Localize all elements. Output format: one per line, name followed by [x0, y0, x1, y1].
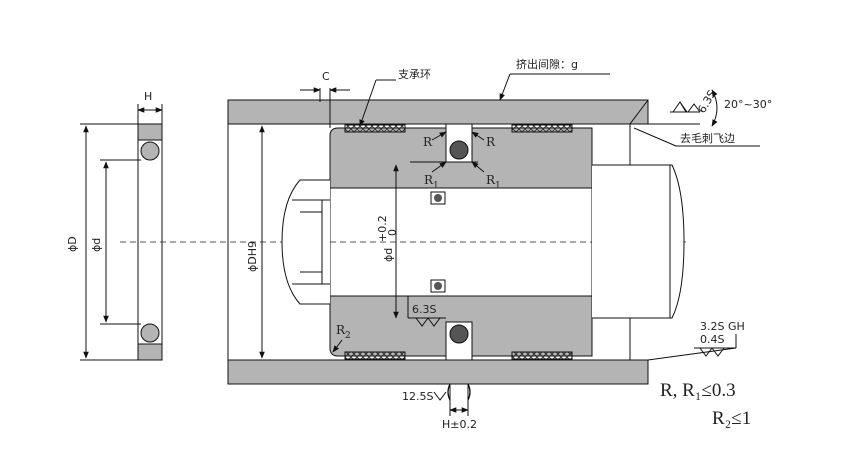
ring-front-view: H ϕD ϕd — [66, 90, 163, 361]
note-line-2: R₂≤1 — [712, 408, 751, 429]
label-phi-d-bore: ϕd — [382, 248, 395, 262]
callout-groove-roughness: 6.3S — [407, 296, 446, 327]
label-r2: R — [336, 323, 346, 337]
label-surf-32: 3.2S GH — [700, 320, 745, 333]
label-r1-right-sub: 1 — [495, 181, 501, 191]
label-surf-04: 0.4S — [700, 333, 724, 346]
support-ring-bottom-left — [344, 351, 406, 360]
label-r1-left: R — [424, 173, 434, 187]
dim-phi-dh9: ϕDH9 — [228, 123, 265, 359]
callout-extrusion-gap: 挤出间隙：g — [499, 57, 610, 101]
label-tol-upper: +0.2 — [376, 215, 389, 242]
cylinder-wall-bottom — [227, 359, 649, 385]
label-r1-left-sub: 1 — [433, 181, 439, 191]
radius-notes: R, R₁≤0.3 R₂≤1 — [660, 380, 751, 429]
dim-c: C — [300, 70, 350, 128]
label-roughness-125: 12.5S — [402, 390, 433, 403]
label-r-right: R — [486, 135, 496, 149]
cylinder-assembly — [227, 99, 685, 401]
o-ring-bottom — [449, 324, 469, 344]
callout-surface-finish: 3.2S GH 0.4S — [647, 320, 745, 361]
support-ring-top-right — [511, 124, 573, 133]
piston-rod — [592, 164, 685, 319]
label-tol-lower: 0 — [386, 229, 399, 236]
note-line-1: R, R₁≤0.3 — [660, 380, 736, 401]
piston-nut — [281, 179, 330, 305]
label-deburr: 去毛刺飞边 — [680, 132, 735, 145]
callout-support-ring: 支承环 — [359, 68, 431, 127]
radius-annotations: R R R 1 R 1 — [410, 131, 501, 191]
label-support-ring: 支承环 — [398, 68, 431, 81]
callout-chamfer: 6.3S 20°~30° 去毛刺飞边 — [630, 88, 772, 147]
label-h-ring: H — [144, 90, 152, 103]
support-ring-bottom-right — [511, 351, 573, 360]
dim-phi-d-bore: ϕd +0.2 0 — [376, 164, 399, 319]
label-phi-dh9: ϕDH9 — [246, 241, 259, 272]
label-r-left: R — [423, 135, 433, 149]
support-ring-top-left — [344, 124, 406, 133]
label-phi-inner-d: ϕd — [90, 238, 103, 252]
label-r1-right: R — [486, 173, 496, 187]
cylinder-wall-top — [227, 99, 649, 125]
o-ring-top — [449, 140, 469, 160]
label-groove-roughness: 6.3S — [412, 303, 436, 316]
radius-r2: R 2 — [332, 323, 351, 353]
dim-seal-width: 12.5S H±0.2 — [402, 390, 477, 431]
label-groove-width: H±0.2 — [442, 418, 477, 431]
label-phi-outer-d: ϕD — [66, 236, 79, 252]
label-r2-sub: 2 — [345, 331, 351, 341]
label-extrusion-gap: 挤出间隙：g — [516, 57, 578, 71]
seal-profile-section — [447, 383, 471, 401]
label-roughness-63: 6.3S — [695, 88, 719, 116]
label-c: C — [322, 70, 330, 83]
label-angle: 20°~30° — [724, 98, 772, 111]
